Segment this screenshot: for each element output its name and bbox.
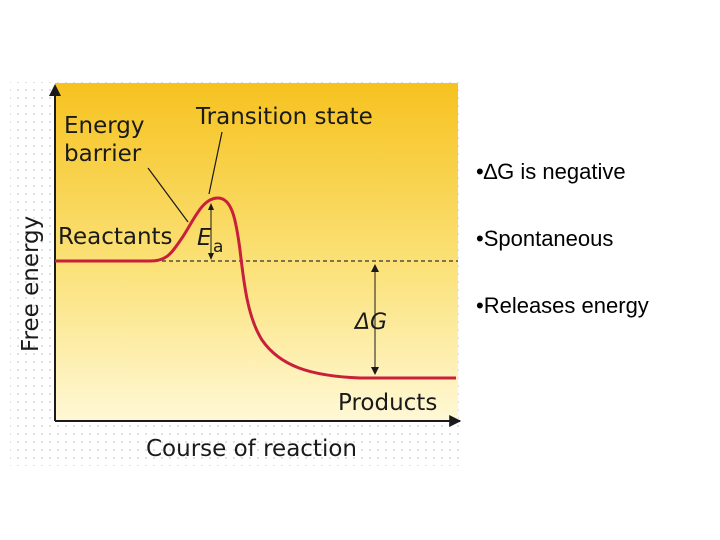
- delta-g-arrowhead-bottom: [371, 367, 379, 375]
- energy-barrier-leader-line: [147, 167, 189, 223]
- energy-curve: [55, 196, 456, 380]
- activation-energy-subscript: a: [213, 237, 223, 257]
- delta-g-label: ΔG: [353, 310, 387, 335]
- y-axis-arrowhead: [49, 84, 61, 96]
- transition-state-leader-line: [208, 131, 223, 195]
- bullet-releases-energy: •Releases energy: [476, 293, 649, 318]
- reactants-label: Reactants: [58, 224, 173, 250]
- activation-energy-arrowhead-bottom: [208, 253, 214, 260]
- activation-energy-label: E: [197, 225, 212, 251]
- bullet-delta-g-negative: •∆G is negative: [476, 159, 626, 184]
- transition-state-label: Transition state: [195, 104, 373, 130]
- energy-barrier-label-line2: barrier: [64, 141, 142, 167]
- background-panel: [55, 83, 458, 421]
- energy-barrier-label-line1: Energy: [64, 113, 145, 139]
- products-label: Products: [338, 390, 437, 416]
- x-axis-label: Course of reaction: [146, 436, 357, 462]
- activation-energy-arrowhead-top: [208, 203, 214, 210]
- y-axis-label: Free energy: [18, 216, 44, 352]
- delta-g-arrowhead-top: [371, 264, 379, 272]
- bullet-spontaneous: •Spontaneous: [476, 226, 614, 251]
